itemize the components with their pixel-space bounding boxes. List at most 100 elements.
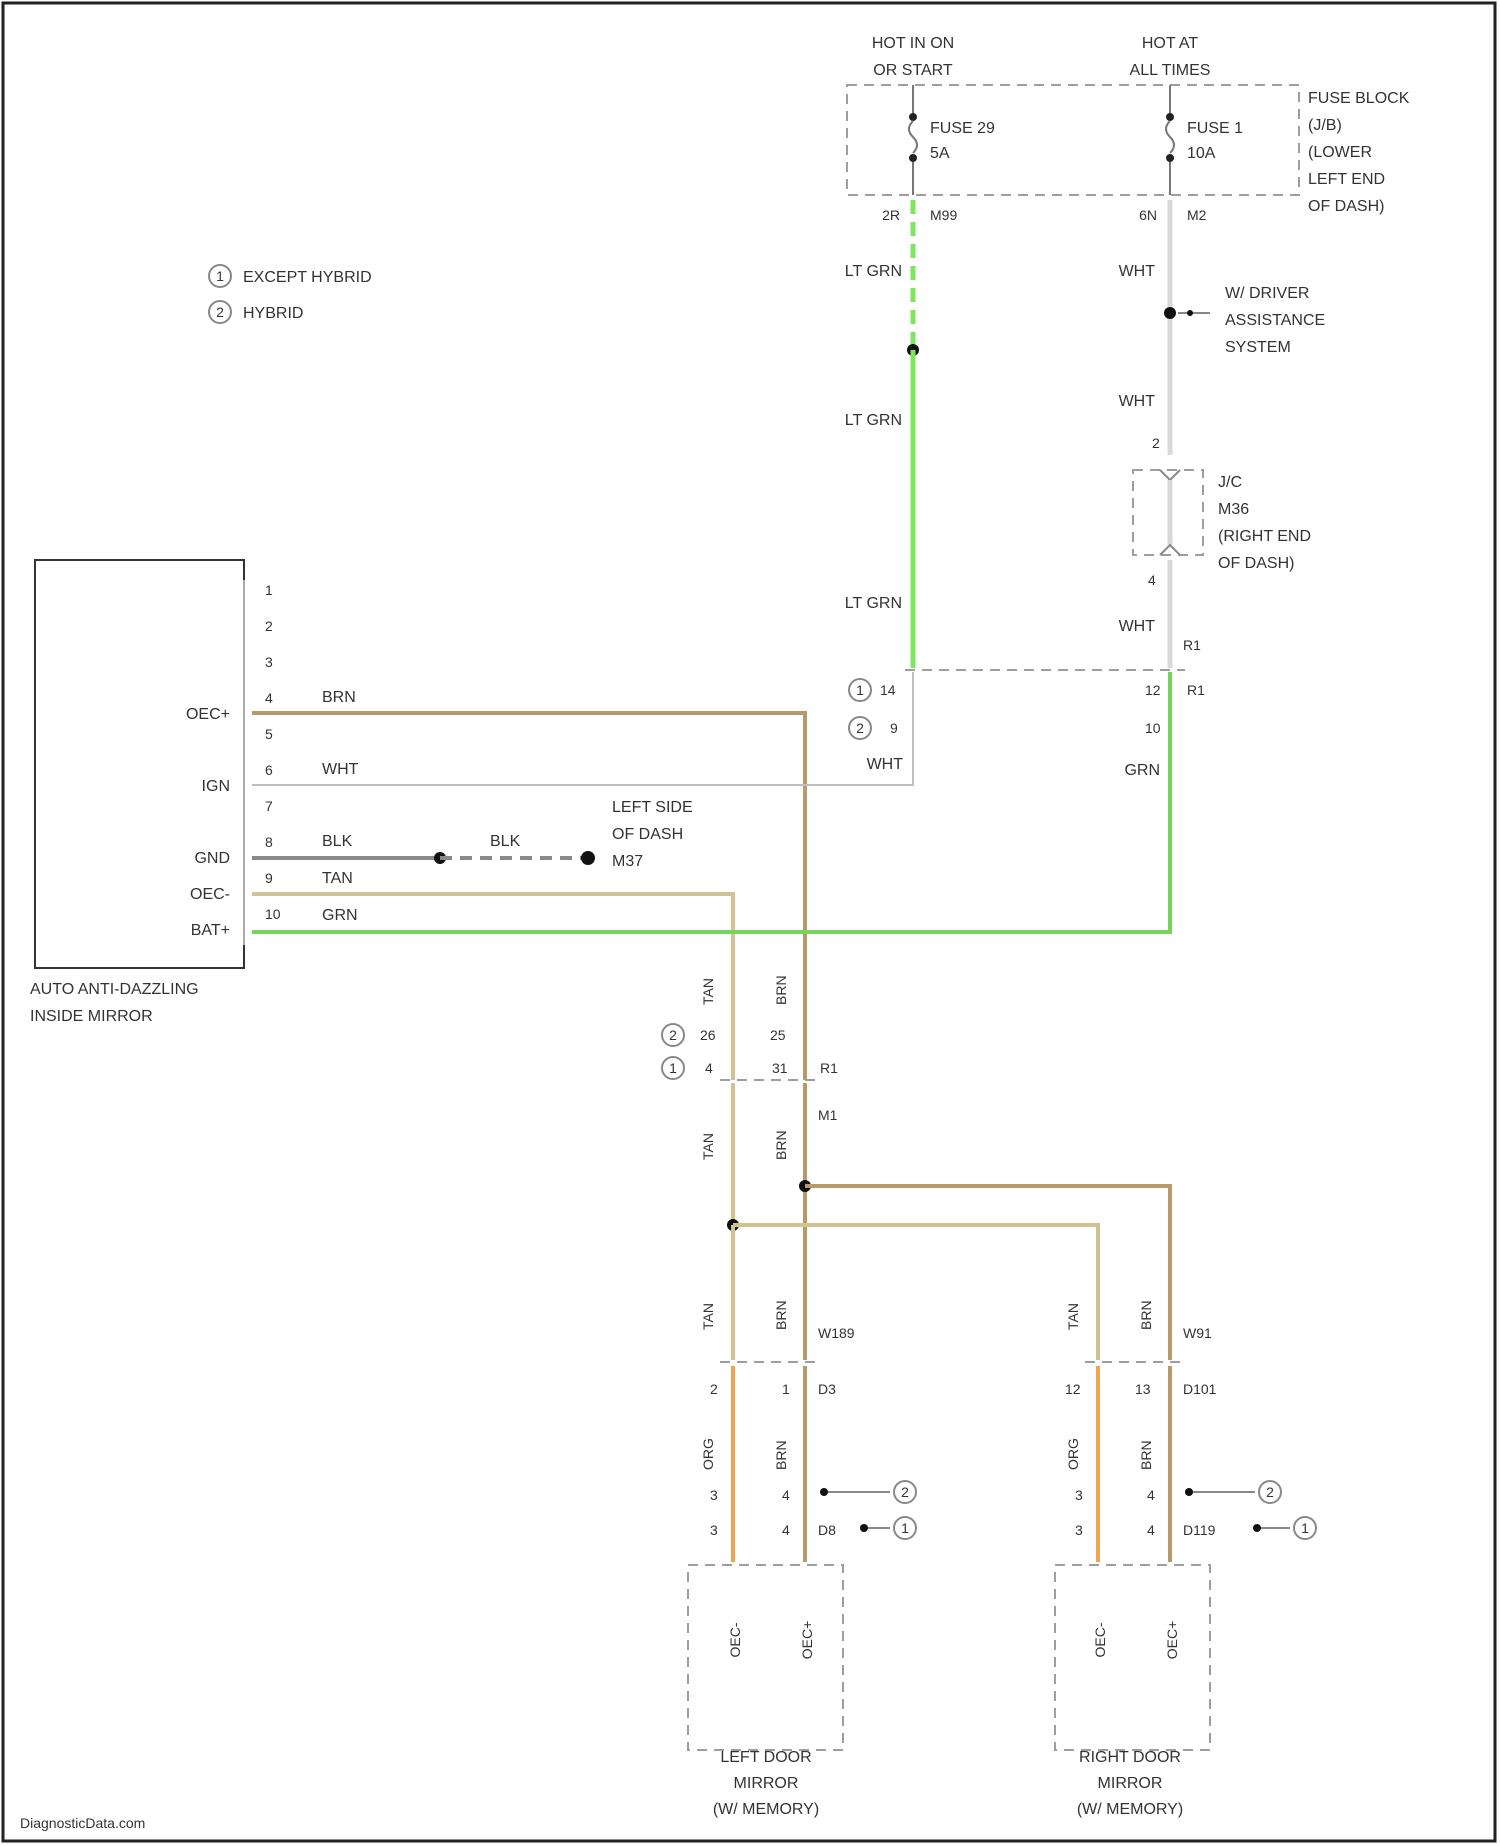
left-door-pin-d1: 3 <box>710 1522 718 1538</box>
wire-label-wht-3: WHT <box>1119 618 1156 635</box>
fuse-block-label-1: FUSE BLOCK <box>1308 90 1410 107</box>
svg-text:2: 2 <box>856 720 864 736</box>
right-door-pin-c1: 3 <box>1075 1487 1083 1503</box>
legend-2-badge: 2 <box>209 301 231 323</box>
wire-label-brn-right: BRN <box>1138 1300 1154 1330</box>
svg-text:1: 1 <box>669 1060 677 1076</box>
fuse-1-amp: 10A <box>1187 145 1216 162</box>
fuse-1-name: FUSE 1 <box>1187 120 1243 137</box>
footer-source: DiagnosticData.com <box>20 1815 145 1831</box>
driver-assist-label-2: ASSISTANCE <box>1225 312 1325 329</box>
right-door-pin-a: 12 <box>1065 1381 1081 1397</box>
right-door-conn-lower: D101 <box>1183 1381 1217 1397</box>
wire-label-wht-ign: WHT <box>322 761 359 778</box>
wire-label-brn-main: BRN <box>322 689 356 706</box>
mirror-pin-6: 6 <box>265 762 273 778</box>
legend-except-hybrid: EXCEPT HYBRID <box>243 269 372 286</box>
fuse-block-label-3: (LOWER <box>1308 144 1372 161</box>
svg-text:1: 1 <box>216 268 224 284</box>
fuse-29-connector: M99 <box>930 207 957 223</box>
ground-id: M37 <box>612 853 643 870</box>
r1-pin-12: 12 <box>1145 682 1161 698</box>
wire-label-tan-v2: TAN <box>700 1133 716 1160</box>
right-door-pin-d1: 3 <box>1075 1522 1083 1538</box>
jc-location-1: (RIGHT END <box>1218 528 1311 545</box>
mirror-term-gnd: GND <box>194 850 230 867</box>
mirror-pin-2: 2 <box>265 618 273 634</box>
mirror-term-oec-plus: OEC+ <box>186 706 230 723</box>
ground-point-m37 <box>581 851 595 865</box>
hot-all-label-1: HOT AT <box>1142 35 1199 52</box>
wire-label-wht-r1: WHT <box>867 756 904 773</box>
svg-text:2: 2 <box>669 1027 677 1043</box>
mirror-pin-9: 9 <box>265 870 273 886</box>
mirror-pin-5: 5 <box>265 726 273 742</box>
inside-mirror-box <box>35 560 244 968</box>
right-door-mirror-name-3: (W/ MEMORY) <box>1077 1801 1183 1818</box>
r1-connector-label-a: R1 <box>1183 637 1201 653</box>
right-door-mirror-name-2: MIRROR <box>1098 1775 1163 1792</box>
svg-text:2: 2 <box>901 1484 909 1500</box>
r1-pin-14-badge: 1 <box>849 679 871 701</box>
driver-assist-label-3: SYSTEM <box>1225 339 1291 356</box>
left-door-mirror-name-1: LEFT DOOR <box>720 1749 811 1766</box>
right-door-conn-d119: D119 <box>1183 1522 1216 1538</box>
right-door-pin-b: 13 <box>1135 1381 1151 1397</box>
joint-pin-brn-1: 31 <box>772 1060 788 1076</box>
mirror-term-oec-minus: OEC- <box>190 886 230 903</box>
right-door-badge-2: 2 <box>1259 1481 1281 1503</box>
mirror-pin-8: 8 <box>265 834 273 850</box>
jc-m36-icon <box>1160 470 1180 555</box>
svg-text:1: 1 <box>901 1520 909 1536</box>
right-door-mirror-box <box>1055 1565 1210 1750</box>
hot-run-label-1: HOT IN ON <box>872 35 954 52</box>
wire-label-lt-grn-2: LT GRN <box>845 412 902 429</box>
joint-connector-m1: M1 <box>818 1107 838 1123</box>
ground-location-1: LEFT SIDE <box>612 799 693 816</box>
wire-label-wht-1: WHT <box>1119 263 1156 280</box>
joint-connector-r1: R1 <box>820 1060 838 1076</box>
wire-label-lt-grn-1: LT GRN <box>845 263 902 280</box>
left-door-pin-c1: 3 <box>710 1487 718 1503</box>
left-door-mirror-name-3: (W/ MEMORY) <box>713 1801 819 1818</box>
wire-label-tan-right: TAN <box>1065 1303 1081 1330</box>
fuse-29-amp: 5A <box>930 145 950 162</box>
wire-label-brn-left-door: BRN <box>773 1440 789 1470</box>
wire-label-tan-left: TAN <box>700 1303 716 1330</box>
right-door-conn-upper: W91 <box>1183 1325 1212 1341</box>
left-door-badge-2: 2 <box>894 1481 916 1503</box>
jc-pin-top: 2 <box>1152 435 1160 451</box>
right-door-pin-c2: 4 <box>1147 1487 1155 1503</box>
mirror-pin-1: 1 <box>265 582 273 598</box>
fuse-29-icon <box>909 85 917 195</box>
left-door-pin-c2: 4 <box>782 1487 790 1503</box>
wire-label-wht-2: WHT <box>1119 393 1156 410</box>
r1-connector-label-b: R1 <box>1187 682 1205 698</box>
ground-location-2: OF DASH <box>612 826 683 843</box>
fuse-29-pin: 2R <box>882 207 900 223</box>
mirror-term-bat: BAT+ <box>191 922 230 939</box>
left-door-conn-lower: D3 <box>818 1381 836 1397</box>
left-door-mirror-box <box>688 1565 843 1750</box>
left-door-conn-d8: D8 <box>818 1522 836 1538</box>
wire-label-tan-main: TAN <box>322 870 353 887</box>
mirror-pin-7: 7 <box>265 798 273 814</box>
left-door-pin-b: 1 <box>782 1381 790 1397</box>
right-door-term-oec-minus: OEC- <box>1092 1622 1108 1657</box>
jc-location-2: OF DASH) <box>1218 555 1294 572</box>
joint-badge-2: 2 <box>662 1024 684 1046</box>
mirror-pin-3: 3 <box>265 654 273 670</box>
wire-label-blk-1: BLK <box>322 833 353 850</box>
wire-label-lt-grn-3: LT GRN <box>845 595 902 612</box>
left-door-mirror-name-2: MIRROR <box>734 1775 799 1792</box>
r1-pin-9-badge: 2 <box>849 717 871 739</box>
joint-pin-tan-2: 26 <box>700 1027 716 1043</box>
joint-pin-tan-1: 4 <box>705 1060 713 1076</box>
legend-1-badge: 1 <box>209 265 231 287</box>
wire-label-org-right: ORG <box>1065 1438 1081 1470</box>
hot-all-label-2: ALL TIMES <box>1130 62 1211 79</box>
inside-mirror-name-1: AUTO ANTI-DAZZLING <box>30 981 199 998</box>
fuse-1-connector: M2 <box>1187 207 1207 223</box>
fuse-1-icon <box>1166 85 1174 195</box>
splice-wht-driver-assist <box>1164 307 1176 319</box>
